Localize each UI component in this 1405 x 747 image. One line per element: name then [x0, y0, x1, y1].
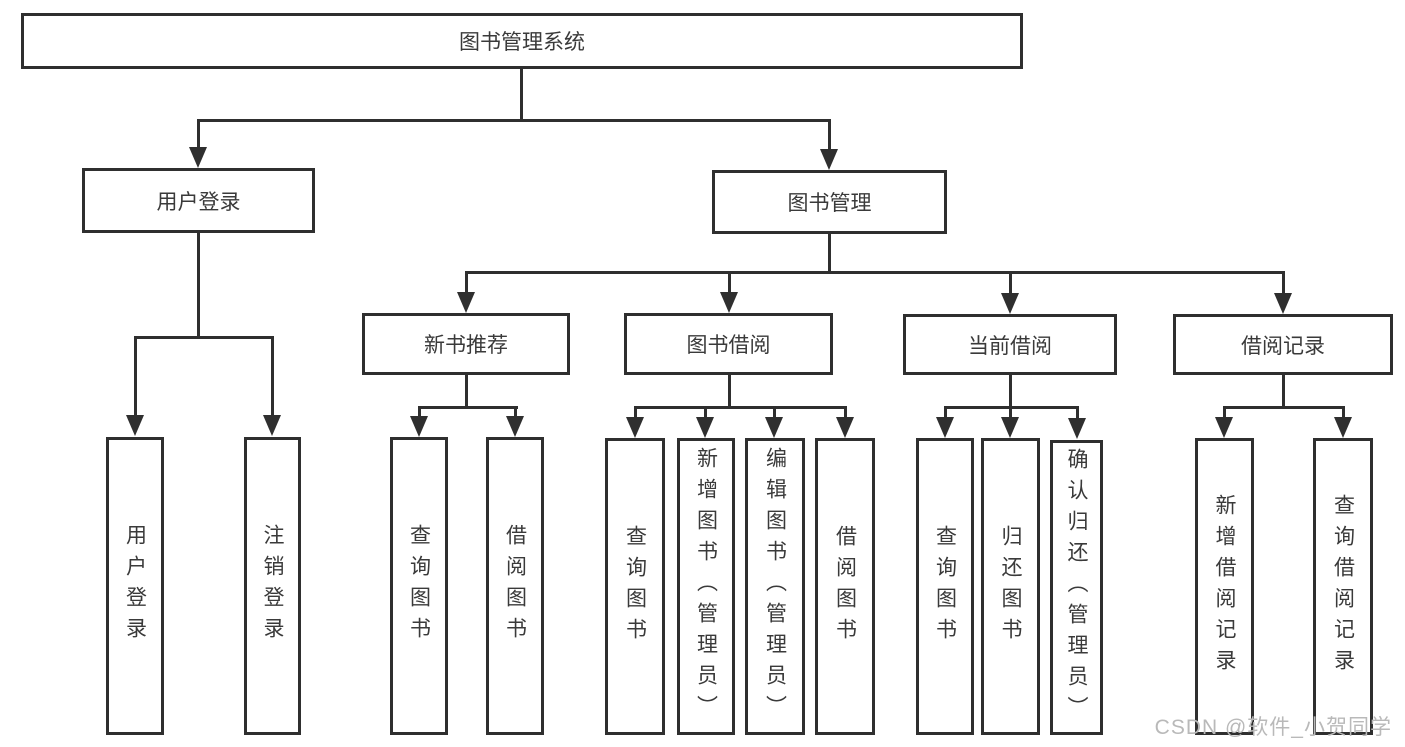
- leaf-edit-book-admin: 编辑图书（管理员）: [745, 438, 805, 735]
- node-current-borrow-label: 当前借阅: [968, 334, 1052, 358]
- connector-line: [465, 271, 1285, 274]
- leaf-query-borrow-record-label: 查询借阅记录: [1331, 493, 1355, 680]
- csdn-watermark: CSDN @软件_小贺同学: [1154, 716, 1392, 739]
- connector-line: [1009, 406, 1012, 418]
- connector-line: [1223, 406, 1345, 409]
- arrowhead-down-icon: [1274, 293, 1292, 314]
- connector-line: [465, 375, 468, 409]
- node-book-borrow: 图书借阅: [624, 313, 833, 375]
- arrowhead-down-icon: [1215, 417, 1233, 438]
- leaf-user-login: 用户登录: [106, 437, 164, 735]
- connector-line: [728, 375, 731, 409]
- node-book-mgmt: 图书管理: [712, 170, 947, 234]
- arrowhead-down-icon: [1001, 417, 1019, 438]
- connector-line: [1282, 271, 1285, 294]
- leaf-borrow-book-borrow-label: 借阅图书: [833, 524, 857, 649]
- arrowhead-down-icon: [626, 417, 644, 438]
- leaf-query-borrow-record: 查询借阅记录: [1313, 438, 1373, 735]
- arrowhead-down-icon: [410, 416, 428, 437]
- connector-line: [828, 234, 831, 274]
- arrowhead-down-icon: [820, 149, 838, 170]
- leaf-confirm-return-admin-label: 确认归还（管理员）: [1065, 448, 1088, 727]
- connector-line: [271, 336, 274, 416]
- arrowhead-down-icon: [1001, 293, 1019, 314]
- connector-line: [197, 119, 200, 149]
- arrowhead-down-icon: [126, 415, 144, 436]
- leaf-borrow-book-rec: 借阅图书: [486, 437, 544, 735]
- leaf-query-book-borrow: 查询图书: [605, 438, 665, 735]
- connector-line: [728, 271, 731, 293]
- node-root-label: 图书管理系统: [459, 31, 585, 54]
- connector-line: [134, 336, 137, 416]
- leaf-query-book-current-label: 查询图书: [933, 524, 957, 649]
- connector-line: [1282, 375, 1285, 409]
- leaf-logout: 注销登录: [244, 437, 301, 735]
- connector-line: [465, 271, 468, 293]
- leaf-add-borrow-record-label: 新增借阅记录: [1213, 493, 1236, 680]
- node-root: 图书管理系统: [21, 13, 1023, 69]
- arrowhead-down-icon: [765, 417, 783, 438]
- connector-line: [197, 119, 831, 122]
- arrowhead-down-icon: [696, 417, 714, 438]
- leaf-confirm-return-admin: 确认归还（管理员）: [1050, 440, 1103, 735]
- connector-line: [944, 406, 947, 418]
- node-user-login-label: 用户登录: [156, 190, 241, 214]
- node-new-book-rec: 新书推荐: [362, 313, 570, 375]
- connector-line: [634, 406, 637, 418]
- leaf-logout-label: 注销登录: [261, 524, 284, 648]
- leaf-query-book-current: 查询图书: [916, 438, 974, 735]
- leaf-user-login-label: 用户登录: [123, 524, 147, 648]
- node-book-borrow-label: 图书借阅: [686, 334, 771, 357]
- node-borrow-record-label: 借阅记录: [1241, 334, 1325, 358]
- connector-line: [134, 336, 274, 339]
- connector-line: [1342, 406, 1345, 418]
- arrowhead-down-icon: [836, 417, 854, 438]
- arrowhead-down-icon: [1068, 418, 1086, 439]
- arrowhead-down-icon: [506, 416, 524, 437]
- connector-line: [418, 406, 518, 409]
- leaf-add-book-admin: 新增图书（管理员）: [677, 438, 735, 735]
- connector-line: [1076, 406, 1079, 418]
- connector-line: [634, 406, 847, 409]
- connector-line: [1009, 375, 1012, 409]
- node-user-login: 用户登录: [82, 168, 315, 233]
- leaf-edit-book-admin-label: 编辑图书（管理员）: [763, 447, 787, 726]
- arrowhead-down-icon: [720, 292, 738, 313]
- connector-line: [1009, 271, 1012, 294]
- leaf-return-book: 归还图书: [981, 438, 1040, 735]
- connector-line: [520, 69, 523, 121]
- connector-line: [514, 406, 517, 417]
- connector-line: [773, 406, 776, 418]
- leaf-query-book-rec-label: 查询图书: [407, 524, 431, 648]
- connector-line: [418, 406, 421, 417]
- node-current-borrow: 当前借阅: [903, 314, 1117, 375]
- arrowhead-down-icon: [189, 147, 207, 168]
- connector-line: [828, 119, 831, 150]
- leaf-borrow-book-borrow: 借阅图书: [815, 438, 875, 735]
- leaf-query-book-borrow-label: 查询图书: [623, 524, 647, 649]
- arrowhead-down-icon: [936, 417, 954, 438]
- node-book-mgmt-label: 图书管理: [787, 192, 872, 215]
- leaf-borrow-book-rec-label: 借阅图书: [503, 524, 527, 648]
- leaf-return-book-label: 归还图书: [999, 524, 1022, 649]
- connector-line: [197, 233, 200, 339]
- leaf-add-book-admin-label: 新增图书（管理员）: [694, 447, 718, 726]
- arrowhead-down-icon: [1334, 417, 1352, 438]
- leaf-query-book-rec: 查询图书: [390, 437, 448, 735]
- connector-line: [1223, 406, 1226, 418]
- connector-line: [704, 406, 707, 418]
- node-new-book-rec-label: 新书推荐: [424, 334, 508, 357]
- connector-line: [844, 406, 847, 418]
- node-borrow-record: 借阅记录: [1173, 314, 1393, 375]
- arrowhead-down-icon: [457, 292, 475, 313]
- arrowhead-down-icon: [263, 415, 281, 436]
- leaf-add-borrow-record: 新增借阅记录: [1195, 438, 1254, 735]
